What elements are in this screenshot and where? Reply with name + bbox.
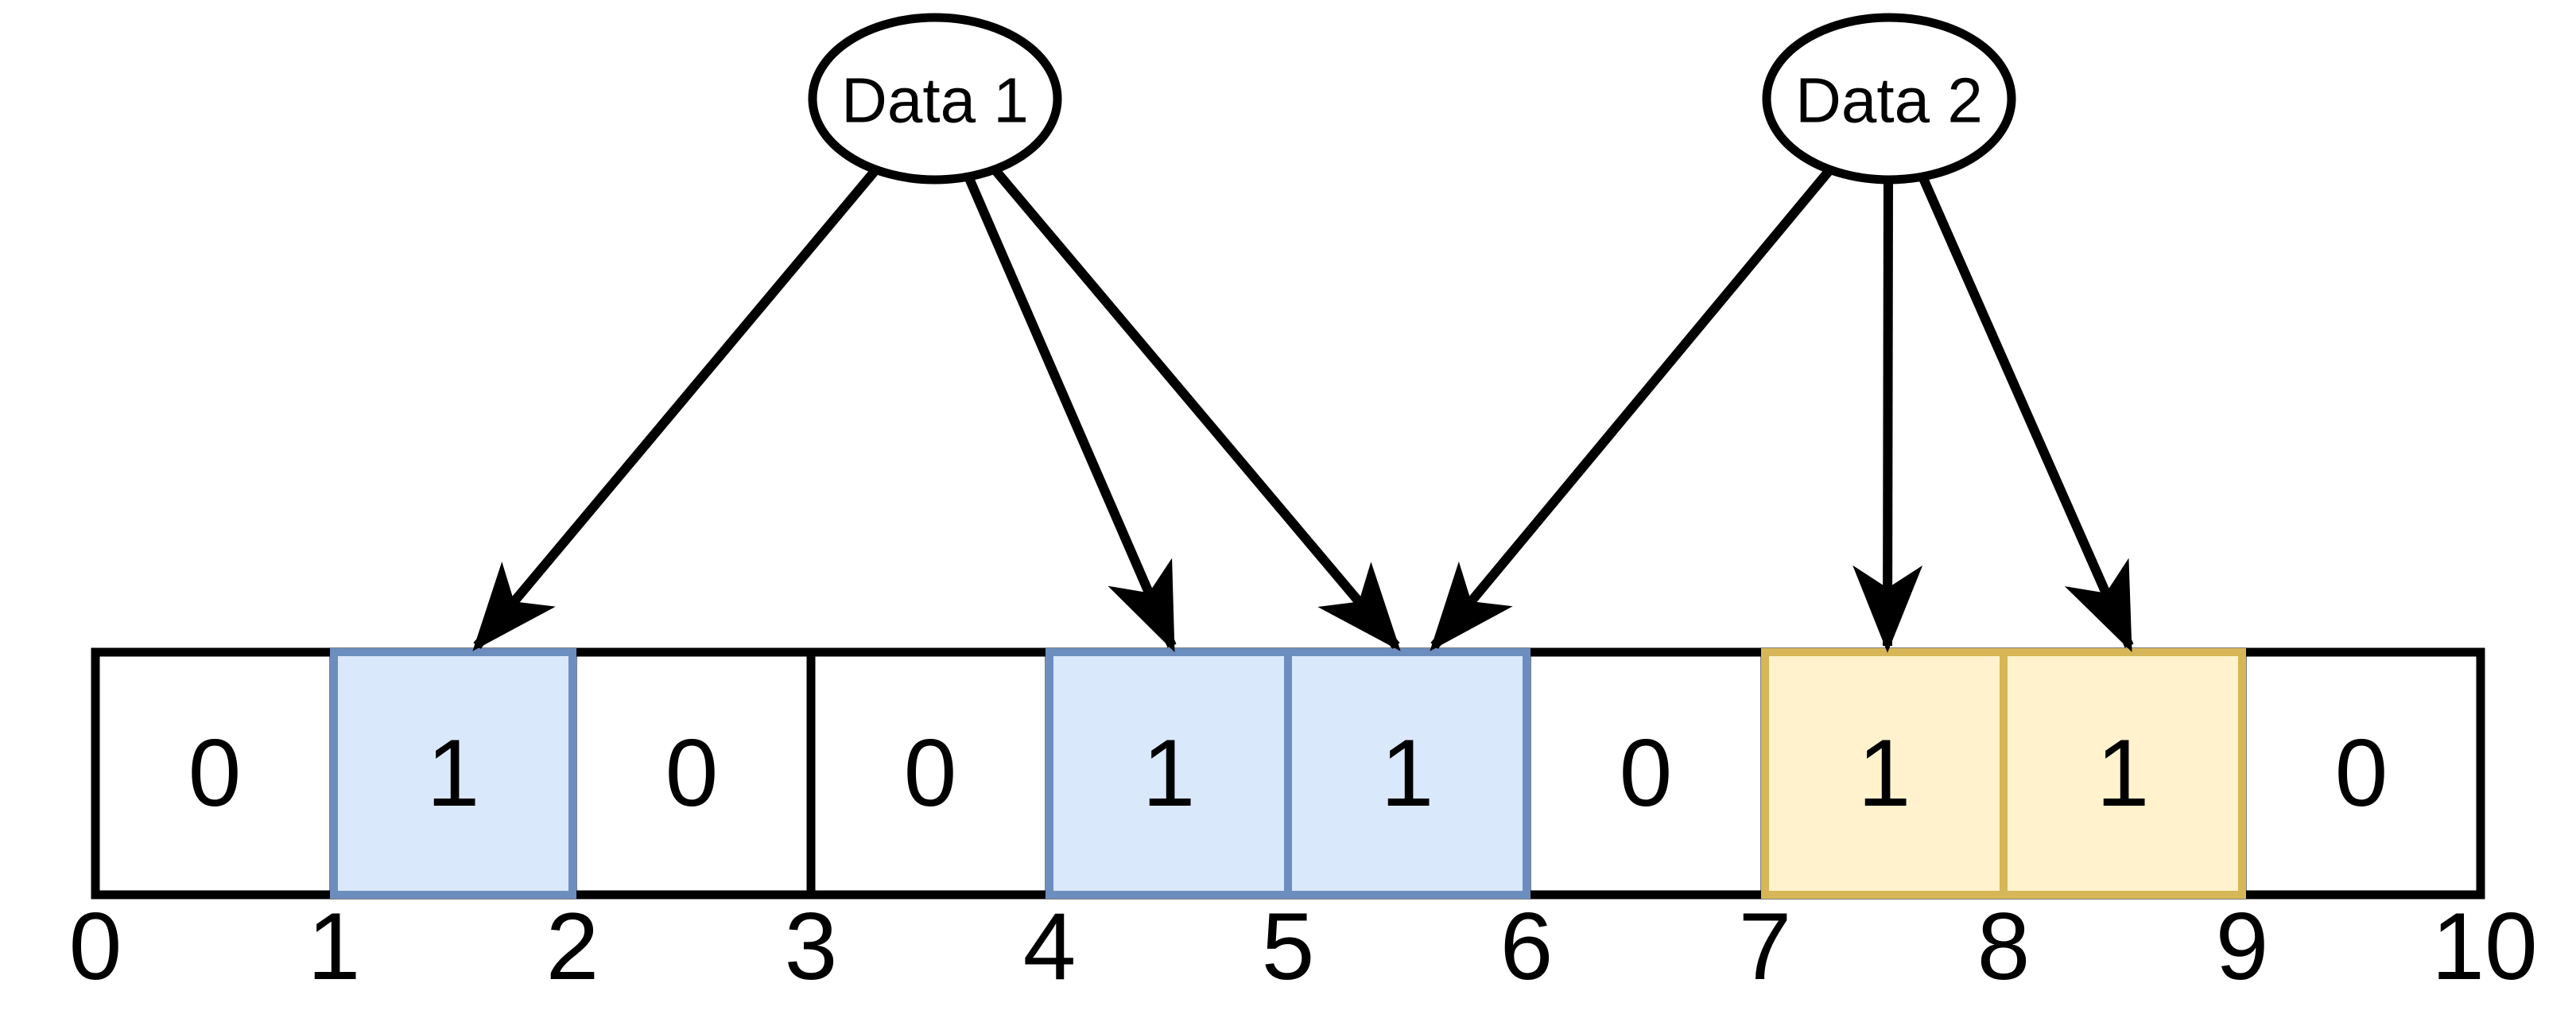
arrow-data2-to-cell7 [1852, 179, 1923, 653]
index-axis: 0 1 2 3 4 5 6 7 8 9 10 [69, 893, 2538, 1000]
bit-cell-5-value: 1 [1381, 720, 1434, 826]
bit-cell-1-value: 1 [427, 720, 480, 826]
bit-cell-5-highlight [1284, 648, 1530, 899]
axis-label-4: 4 [1023, 893, 1077, 1000]
axis-label-1: 1 [308, 893, 361, 1000]
bit-cell-8-highlight [2000, 648, 2246, 899]
axis-label-6: 6 [1500, 893, 1554, 1000]
arrow-data1-to-cell4 [964, 174, 1177, 653]
axis-label-3: 3 [785, 893, 838, 1000]
data2-node: Data 2 [1762, 13, 2016, 185]
axis-label-8: 8 [1977, 893, 2031, 1000]
data2-label: Data 2 [1795, 65, 1983, 136]
arrow-data1-to-cell5 [991, 166, 1401, 651]
data1-label: Data 1 [841, 65, 1029, 136]
bit-cell-8-value: 1 [2097, 720, 2150, 826]
axis-label-0: 0 [69, 893, 122, 1000]
axis-label-5: 5 [1262, 893, 1315, 1000]
hash-arrows [472, 166, 2134, 653]
bit-cell-4-value: 1 [1143, 720, 1196, 826]
bit-cell-3-value: 0 [904, 720, 957, 826]
axis-label-2: 2 [546, 893, 599, 1000]
data1-ellipse [808, 13, 1062, 185]
bit-array: 0 1 0 0 1 1 0 1 1 0 [91, 647, 2485, 900]
axis-label-7: 7 [1739, 893, 1792, 1000]
bit-cell-7-value: 1 [1858, 720, 1911, 826]
arrow-data2-to-cell5 [1430, 166, 1834, 651]
bit-cell-6-value: 0 [1620, 720, 1673, 826]
data2-ellipse [1762, 13, 2016, 185]
axis-label-10: 10 [2431, 893, 2537, 1000]
arrow-data1-to-cell1 [472, 166, 880, 651]
data1-node: Data 1 [808, 13, 1062, 185]
bit-cell-9-value: 0 [2335, 720, 2388, 826]
axis-label-9: 9 [2216, 893, 2269, 1000]
bit-cell-2-value: 0 [665, 720, 719, 826]
arrow-data2-to-cell8 [1918, 174, 2134, 653]
bit-cell-0-value: 0 [188, 720, 242, 826]
bit-cell-1-highlight [330, 648, 576, 899]
